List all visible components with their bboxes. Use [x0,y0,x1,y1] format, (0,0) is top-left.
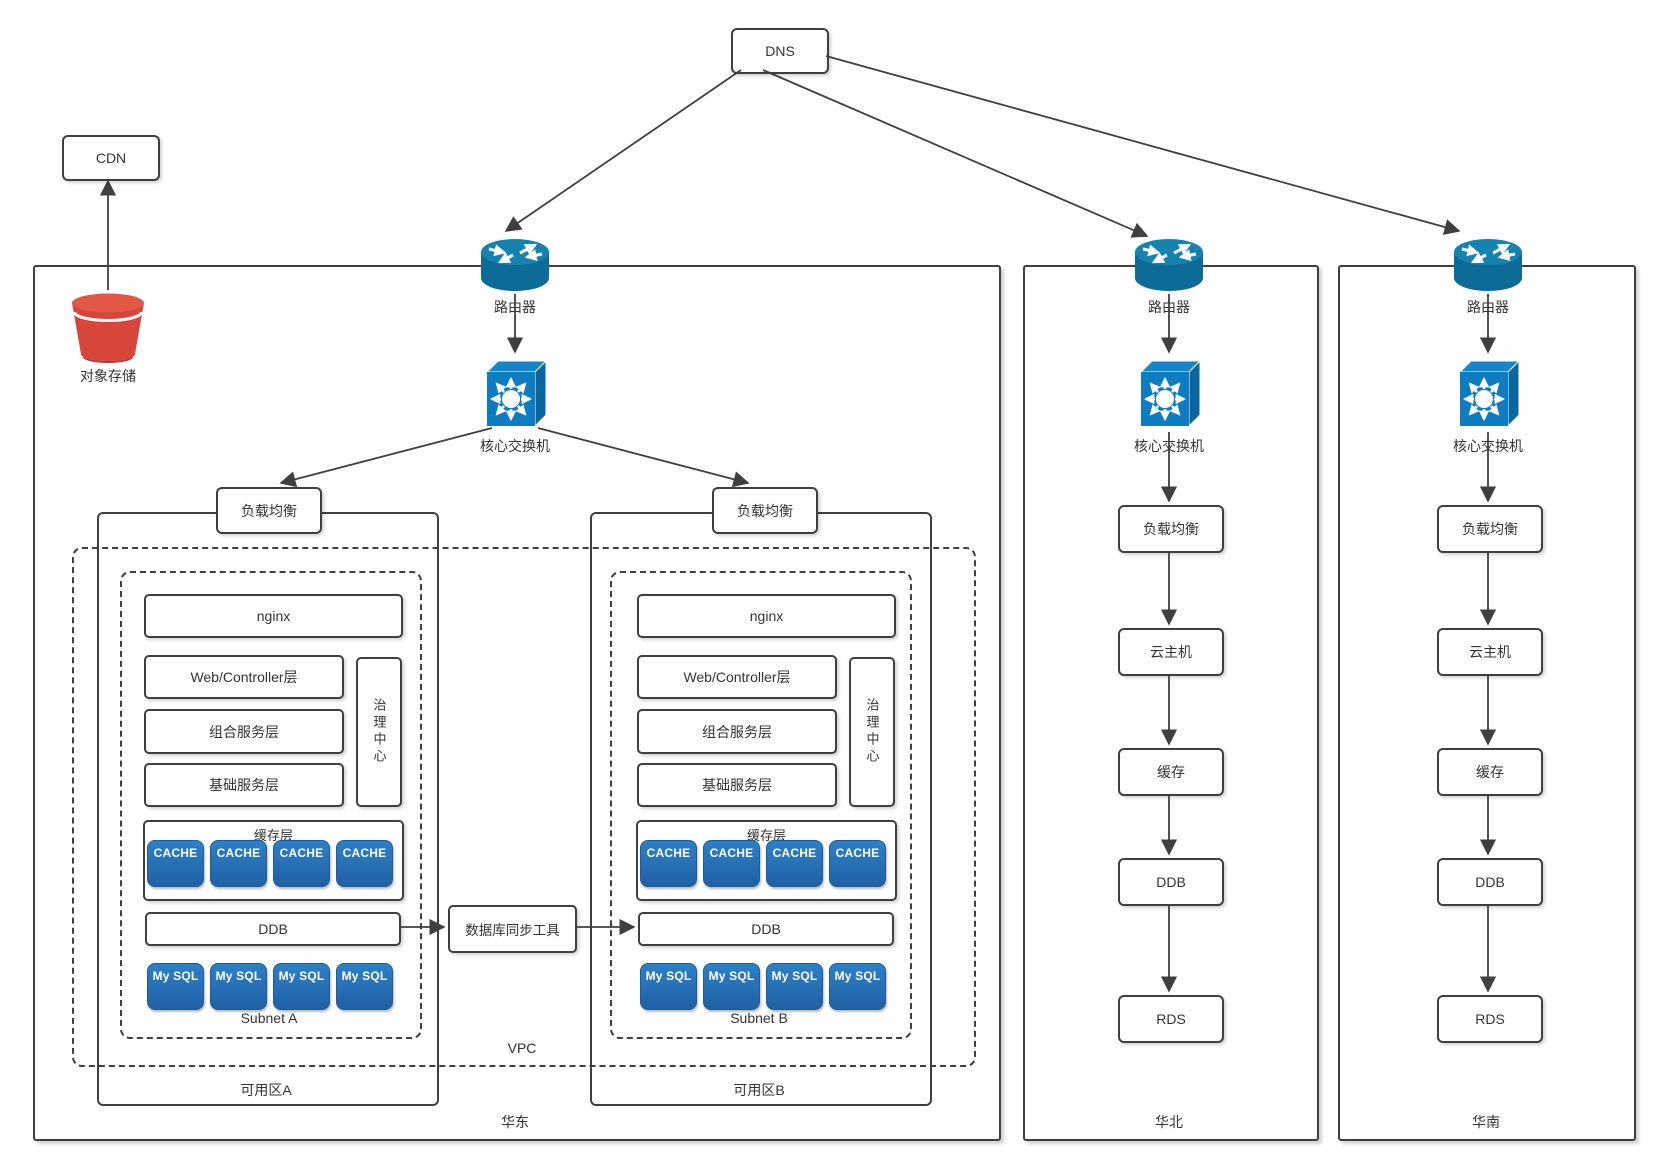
cache-node: CACHE [829,840,886,887]
router-label-north: 路由器 [1148,299,1190,315]
north-cloud-host: 云主机 [1118,628,1224,676]
north-ddb: DDB [1118,858,1224,906]
router-icon-south [1454,239,1522,291]
router-label-east: 路由器 [494,299,536,315]
base-service-layer-b: 基础服务层 [637,763,837,807]
cache-node: CACHE [336,840,393,887]
mysql-node: My SQL [829,963,886,1010]
ddb-a: DDB [145,912,401,946]
core-switch-label-north: 核心交换机 [1134,438,1204,454]
south-cache: 缓存 [1437,748,1543,796]
region-north-label: 华北 [1155,1114,1183,1130]
zone-b-label: 可用区B [733,1082,785,1098]
mysql-node: My SQL [336,963,393,1010]
subnet-b-boundary [610,571,912,1039]
base-service-layer-a: 基础服务层 [144,763,344,807]
subnet-a-boundary [120,571,422,1039]
cdn-node: CDN [62,135,160,181]
composite-service-layer-b: 组合服务层 [637,709,837,754]
core-switch-label-east: 核心交换机 [480,438,550,454]
db-sync-tool: 数据库同步工具 [448,905,577,953]
cache-node: CACHE [703,840,760,887]
north-load-balancer: 负载均衡 [1118,505,1224,553]
web-controller-layer-a: Web/Controller层 [144,655,344,699]
zone-a-label: 可用区A [240,1082,292,1098]
core-switch-icon-east [485,359,548,428]
cache-node: CACHE [273,840,330,887]
router-icon-east [481,239,549,291]
cache-node: CACHE [640,840,697,887]
south-load-balancer: 负载均衡 [1437,505,1543,553]
nginx-a: nginx [144,594,403,638]
mysql-node: My SQL [703,963,760,1010]
region-south-label: 华南 [1472,1114,1500,1130]
load-balancer-b: 负载均衡 [712,487,818,534]
router-icon-north [1135,239,1203,291]
mysql-node: My SQL [640,963,697,1010]
nginx-b: nginx [637,594,896,638]
south-cloud-host: 云主机 [1437,628,1543,676]
north-cache: 缓存 [1118,748,1224,796]
governance-center-a: 治理中心 [356,657,402,807]
cache-node: CACHE [766,840,823,887]
web-controller-layer-b: Web/Controller层 [637,655,837,699]
router-label-south: 路由器 [1467,299,1509,315]
dns-node: DNS [731,28,829,74]
north-rds: RDS [1118,995,1224,1043]
composite-service-layer-a: 组合服务层 [144,709,344,754]
subnet-a-label: Subnet A [240,1010,298,1026]
cache-layer-b-label: 缓存层 [746,828,786,843]
south-ddb: DDB [1437,858,1543,906]
mysql-node: My SQL [766,963,823,1010]
region-east-label: 华东 [501,1114,529,1130]
vpc-boundary [72,547,976,1067]
cache-node: CACHE [147,840,204,887]
mysql-node: My SQL [273,963,330,1010]
load-balancer-a: 负载均衡 [216,487,322,534]
object-storage-bucket-icon [72,293,144,363]
mysql-node: My SQL [210,963,267,1010]
governance-center-b: 治理中心 [849,657,895,807]
cache-node: CACHE [210,840,267,887]
south-rds: RDS [1437,995,1543,1043]
subnet-b-label: Subnet B [730,1010,788,1026]
ddb-b: DDB [638,912,894,946]
object-storage-label: 对象存储 [80,368,136,384]
core-switch-icon-north [1139,359,1202,428]
vpc-label: VPC [507,1040,537,1056]
mysql-node: My SQL [147,963,204,1010]
cache-layer-a-label: 缓存层 [253,828,293,843]
core-switch-label-south: 核心交换机 [1453,438,1523,454]
core-switch-icon-south [1458,359,1521,428]
